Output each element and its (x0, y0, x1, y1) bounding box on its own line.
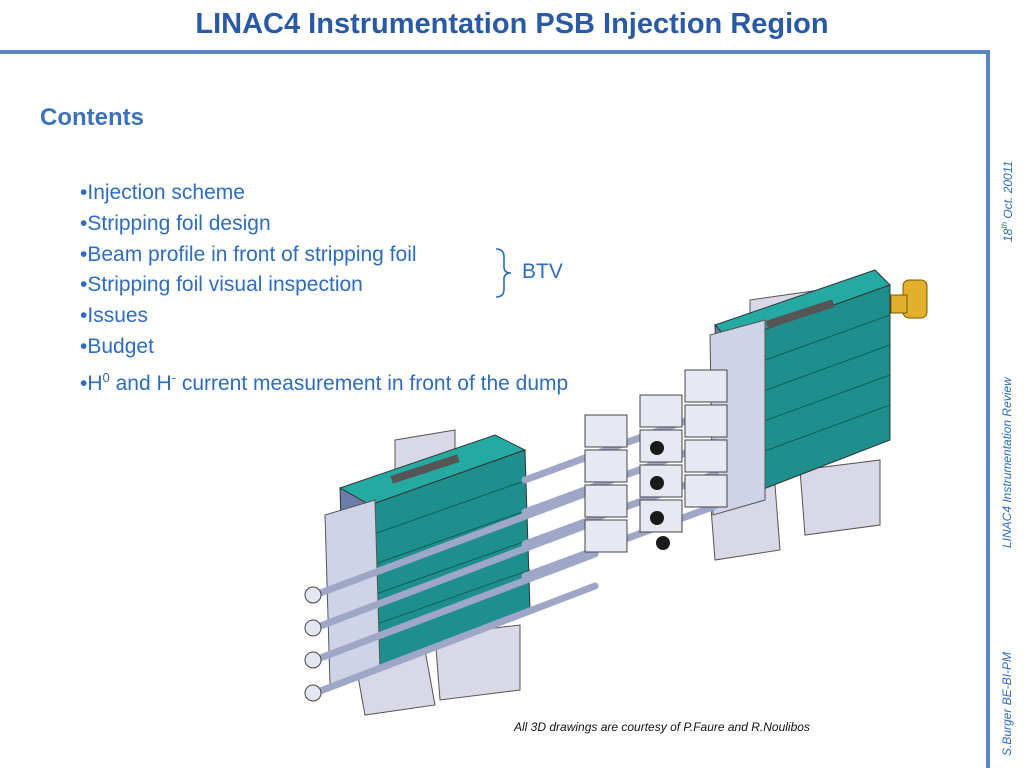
date-suffix: th (1000, 221, 1009, 229)
bullet-text: Issues (87, 304, 149, 328)
injection-region-3d-drawing (304, 269, 928, 716)
bullet-marker: • (80, 334, 88, 358)
slide-title: LINAC4 Instrumentation PSB Injection Reg… (195, 8, 829, 40)
bullet-item: •Beam profile in front of stripping foil (80, 240, 568, 271)
section-heading: Contents (40, 104, 144, 131)
date-rest: Oct. 20011 (1001, 160, 1015, 222)
bullet-text: Stripping foil design (87, 211, 271, 235)
bullet-list: •Injection scheme •Stripping foil design… (80, 178, 568, 400)
bullet-text: H (87, 371, 103, 395)
bullet-marker: • (80, 211, 88, 235)
date-day: 18 (1001, 228, 1015, 242)
bullet-text: Stripping foil visual inspection (87, 273, 363, 297)
side-review: LINAC4 Instrumentation Review (1000, 377, 1014, 548)
side-date: 18th Oct. 20011 (1000, 161, 1015, 242)
bullet-item: •H0 and H- current measurement in front … (80, 363, 568, 400)
bullet-text: Beam profile in front of stripping foil (87, 242, 417, 266)
bullet-marker: • (80, 181, 88, 204)
bullet-marker: • (80, 273, 88, 297)
bullet-marker: • (80, 304, 88, 328)
bullet-item: •Stripping foil visual inspection (80, 270, 568, 301)
bullet-text: Injection scheme (87, 181, 245, 204)
side-author: S.Burger BE-BI-PM (1000, 651, 1014, 756)
bullet-marker: • (80, 242, 88, 266)
pipe-end-flanges (304, 586, 322, 702)
brace-label: BTV (522, 260, 563, 283)
image-credit: All 3D drawings are courtesy of P.Faure … (514, 720, 810, 734)
bullet-text: and H (109, 371, 172, 395)
camera-lenses (650, 441, 670, 550)
curly-brace-icon (495, 248, 512, 298)
right-magnet (709, 269, 891, 516)
bullet-item: •Stripping foil design (80, 209, 568, 240)
side-rule (986, 50, 990, 768)
bullet-item: •Issues (80, 301, 568, 332)
superscript: - (171, 369, 176, 385)
bullet-text: Budget (87, 334, 154, 358)
bullet-item: •Injection scheme (80, 178, 568, 209)
bullet-item: •Budget (80, 332, 568, 363)
bullet-marker: • (80, 371, 88, 395)
bullet-text: current measurement in front of the dump (175, 371, 569, 395)
header-rule (0, 50, 990, 54)
superscript: 0 (102, 369, 110, 385)
